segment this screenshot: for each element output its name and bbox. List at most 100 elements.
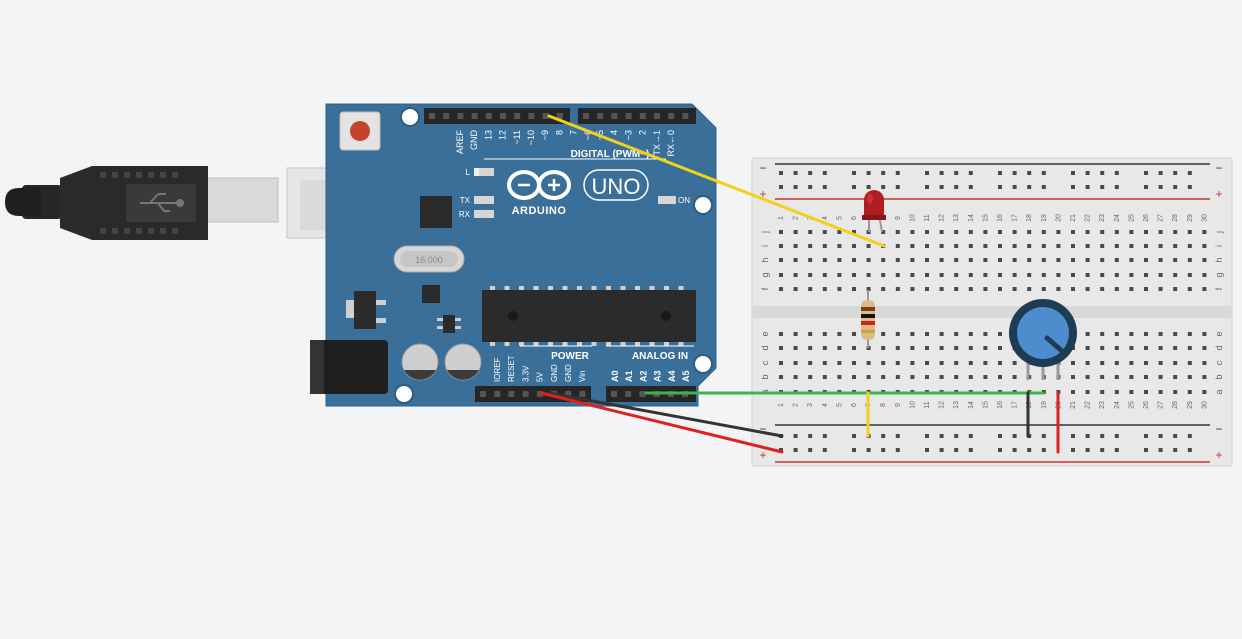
- breadboard-hole[interactable]: [852, 375, 856, 379]
- breadboard-hole[interactable]: [1056, 273, 1061, 277]
- breadboard-hole[interactable]: [1173, 361, 1178, 365]
- breadboard-hole[interactable]: [1027, 273, 1032, 277]
- breadboard-hole[interactable]: [1158, 346, 1163, 350]
- breadboard-hole[interactable]: [837, 346, 842, 350]
- rail-hole[interactable]: [1187, 434, 1192, 438]
- breadboard-hole[interactable]: [881, 287, 886, 291]
- breadboard-hole[interactable]: [822, 346, 827, 350]
- breadboard-hole[interactable]: [881, 273, 886, 277]
- header-hole[interactable]: [485, 113, 492, 119]
- header-hole[interactable]: [682, 113, 689, 119]
- rail-hole[interactable]: [866, 171, 871, 175]
- rail-hole[interactable]: [1012, 185, 1017, 189]
- rail-hole[interactable]: [866, 185, 871, 189]
- breadboard-hole[interactable]: [1144, 332, 1148, 336]
- breadboard-hole[interactable]: [895, 258, 900, 262]
- breadboard-hole[interactable]: [1012, 375, 1017, 379]
- header-hole[interactable]: [429, 113, 435, 119]
- rail-hole[interactable]: [1085, 434, 1090, 438]
- breadboard-hole[interactable]: [881, 230, 886, 234]
- breadboard-hole[interactable]: [998, 273, 1002, 277]
- breadboard-hole[interactable]: [895, 361, 900, 365]
- breadboard-hole[interactable]: [1100, 332, 1105, 336]
- breadboard-hole[interactable]: [1041, 244, 1046, 248]
- breadboard-hole[interactable]: [779, 375, 783, 379]
- rail-hole[interactable]: [1041, 434, 1046, 438]
- breadboard-hole[interactable]: [968, 258, 973, 262]
- breadboard-hole[interactable]: [968, 230, 973, 234]
- breadboard-hole[interactable]: [1041, 287, 1046, 291]
- breadboard-hole[interactable]: [968, 346, 973, 350]
- rail-hole[interactable]: [808, 171, 813, 175]
- breadboard-hole[interactable]: [1187, 332, 1192, 336]
- breadboard-hole[interactable]: [1129, 244, 1134, 248]
- header-hole[interactable]: [668, 113, 675, 119]
- breadboard-hole[interactable]: [1202, 390, 1207, 394]
- breadboard-hole[interactable]: [1100, 287, 1105, 291]
- breadboard-hole[interactable]: [910, 332, 915, 336]
- rail-hole[interactable]: [852, 434, 856, 438]
- breadboard-hole[interactable]: [852, 258, 856, 262]
- breadboard-hole[interactable]: [793, 332, 798, 336]
- rail-hole[interactable]: [895, 434, 900, 438]
- breadboard-hole[interactable]: [1129, 230, 1134, 234]
- rail-hole[interactable]: [925, 434, 929, 438]
- breadboard-hole[interactable]: [1187, 258, 1192, 262]
- breadboard-hole[interactable]: [1100, 258, 1105, 262]
- breadboard-hole[interactable]: [852, 287, 856, 291]
- arduino-uno-board[interactable]: 16.000 L TX RX ON: [310, 103, 717, 407]
- header-hole[interactable]: [542, 113, 549, 119]
- breadboard-hole[interactable]: [779, 273, 783, 277]
- rail-hole[interactable]: [1144, 434, 1148, 438]
- header-hole[interactable]: [583, 113, 589, 119]
- wire-black-gnd[interactable]: [547, 391, 784, 438]
- header-hole[interactable]: [565, 391, 572, 397]
- breadboard-hole[interactable]: [1056, 287, 1061, 291]
- breadboard-hole[interactable]: [1129, 346, 1134, 350]
- rail-hole[interactable]: [1100, 434, 1105, 438]
- rail-hole[interactable]: [1012, 448, 1017, 452]
- rail-hole[interactable]: [779, 171, 783, 175]
- rail-hole[interactable]: [895, 171, 900, 175]
- breadboard-hole[interactable]: [1187, 230, 1192, 234]
- rail-hole[interactable]: [852, 185, 856, 189]
- breadboard-hole[interactable]: [852, 230, 856, 234]
- breadboard-hole[interactable]: [1114, 244, 1119, 248]
- rail-hole[interactable]: [1187, 448, 1192, 452]
- breadboard-hole[interactable]: [925, 346, 929, 350]
- rail-hole[interactable]: [1114, 434, 1119, 438]
- breadboard-hole[interactable]: [939, 273, 944, 277]
- rail-hole[interactable]: [1100, 185, 1105, 189]
- breadboard-hole[interactable]: [866, 375, 871, 379]
- breadboard-hole[interactable]: [910, 258, 915, 262]
- breadboard-hole[interactable]: [793, 230, 798, 234]
- rail-hole[interactable]: [1085, 185, 1090, 189]
- breadboard-hole[interactable]: [1100, 390, 1105, 394]
- breadboard-hole[interactable]: [1085, 244, 1090, 248]
- breadboard-hole[interactable]: [895, 375, 900, 379]
- breadboard-hole[interactable]: [822, 258, 827, 262]
- breadboard-hole[interactable]: [1173, 273, 1178, 277]
- breadboard-hole[interactable]: [1041, 273, 1046, 277]
- breadboard-hole[interactable]: [1071, 361, 1075, 365]
- breadboard-hole[interactable]: [837, 273, 842, 277]
- breadboard-hole[interactable]: [1027, 230, 1032, 234]
- breadboard-hole[interactable]: [808, 332, 813, 336]
- rail-hole[interactable]: [852, 448, 856, 452]
- rail-hole[interactable]: [808, 185, 813, 189]
- breadboard-hole[interactable]: [925, 258, 929, 262]
- header-hole[interactable]: [639, 391, 646, 397]
- breadboard-hole[interactable]: [837, 230, 842, 234]
- reset-button[interactable]: [339, 111, 381, 151]
- rail-hole[interactable]: [1041, 448, 1046, 452]
- rail-hole[interactable]: [939, 448, 944, 452]
- breadboard-hole[interactable]: [1012, 244, 1017, 248]
- header-hole[interactable]: [500, 113, 506, 119]
- breadboard-hole[interactable]: [910, 230, 915, 234]
- breadboard-hole[interactable]: [881, 375, 886, 379]
- breadboard-hole[interactable]: [1187, 375, 1192, 379]
- rail-hole[interactable]: [1071, 434, 1075, 438]
- rail-hole[interactable]: [808, 448, 813, 452]
- rail-hole[interactable]: [1114, 171, 1119, 175]
